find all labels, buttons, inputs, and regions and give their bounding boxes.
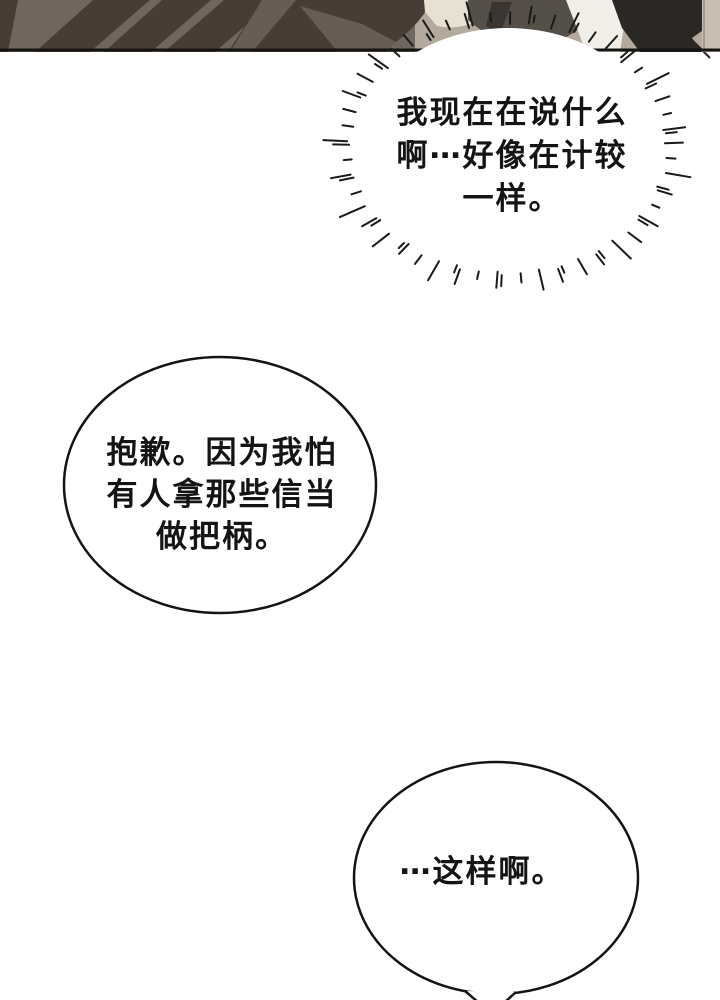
apology-line-2: 有人拿那些信当 bbox=[106, 477, 338, 512]
burst-line-1: 我现在在说什么 bbox=[396, 95, 628, 130]
figure-shirt bbox=[566, 0, 628, 52]
burst-bubble-body bbox=[356, 28, 660, 268]
speech-bubble-apology bbox=[62, 355, 378, 615]
hair-shadow bbox=[486, 2, 512, 34]
panel-border bbox=[0, 48, 720, 52]
reply-bubble-text: ⋯这样啊。 bbox=[337, 851, 627, 893]
apology-line-3: 做把柄。 bbox=[156, 519, 288, 554]
burst-bubble-text: 我现在在说什么 啊⋯好像在计较 一样。 bbox=[322, 91, 702, 220]
burst-bubble-ticks bbox=[322, 1, 692, 291]
apology-bubble-text: 抱歉。因为我怕 有人拿那些信当 做把柄。 bbox=[60, 432, 384, 558]
drapery-mass bbox=[228, 0, 432, 52]
speech-bubble-reply bbox=[352, 760, 640, 1000]
jacket-fold-line bbox=[687, 35, 711, 59]
reply-line-1: ⋯这样啊。 bbox=[399, 854, 565, 889]
reply-bubble-tail bbox=[464, 990, 517, 1000]
burst-bubble bbox=[322, 1, 692, 291]
drapery-stripes bbox=[0, 0, 275, 52]
burst-line-2: 啊⋯好像在计较 bbox=[396, 138, 628, 173]
burst-line-3: 一样。 bbox=[462, 181, 562, 216]
figure-jacket bbox=[612, 0, 708, 52]
apology-line-1: 抱歉。因为我怕 bbox=[106, 435, 338, 470]
wall-band bbox=[702, 0, 720, 52]
top-panel-artwork bbox=[0, 0, 720, 59]
